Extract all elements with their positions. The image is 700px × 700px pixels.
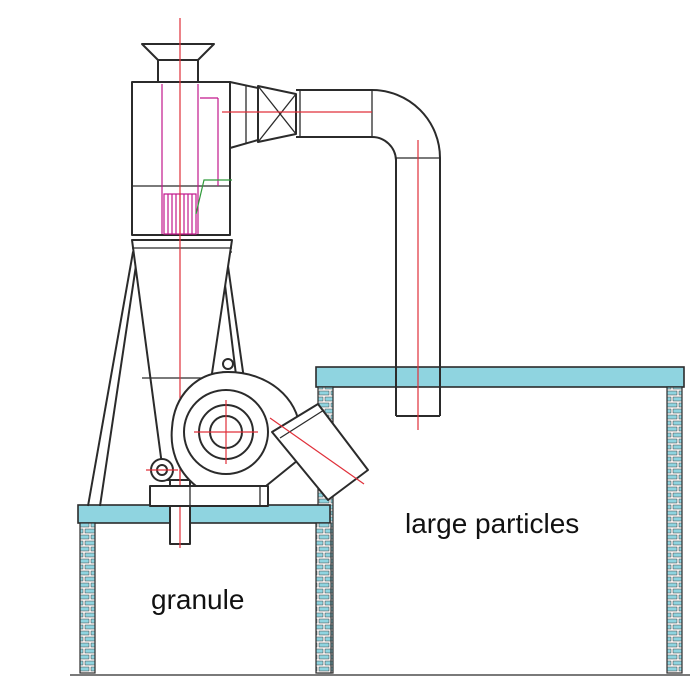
large-particles-label: large particles [405, 508, 580, 539]
left-chamber-left-wall [79, 522, 96, 674]
right-chamber-right-wall [666, 386, 683, 674]
leader-line [195, 179, 232, 215]
left-chamber-top-slab [77, 504, 331, 524]
outlet-pipe [296, 89, 441, 430]
granule-chamber [77, 504, 332, 674]
granule-label: granule [151, 584, 245, 615]
fan-base [149, 485, 269, 507]
exhaust-pipe [157, 59, 199, 83]
left-chamber-right-wall [315, 522, 332, 674]
fan-blower [146, 358, 369, 507]
cyclone-body [131, 18, 372, 490]
discharge-chute [169, 470, 191, 548]
right-chamber-top-slab [315, 366, 685, 388]
rain-cap [141, 43, 215, 61]
